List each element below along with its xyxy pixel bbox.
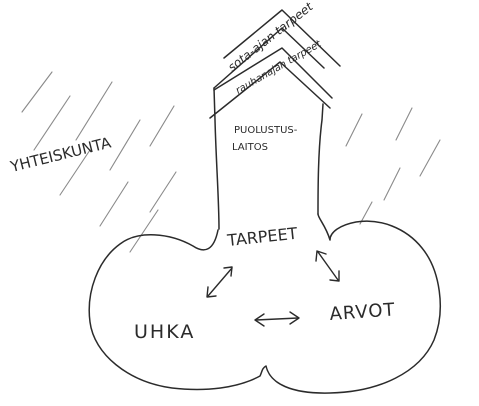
defence-label-line2: LAITOS xyxy=(232,142,268,153)
roof-outer-chevron xyxy=(209,61,331,119)
needs-label: TARPEET xyxy=(225,224,298,250)
wartime-needs-label: sota-ajan tarpeet xyxy=(225,0,316,74)
values-label: ARVOT xyxy=(329,299,396,325)
relation-arrows xyxy=(206,250,340,327)
arrow-needs-threat xyxy=(206,266,233,298)
threat-label: UHKA xyxy=(134,321,195,343)
needs-roof xyxy=(209,9,341,119)
roof-top-chevron xyxy=(223,9,341,67)
defence-label-line1: PUOLUSTUS- xyxy=(234,125,298,136)
ideas-blob-outline xyxy=(88,213,441,394)
society-label: YHTEISKUNTA xyxy=(8,133,114,176)
defence-column-outline xyxy=(213,87,324,230)
society-hatching xyxy=(21,71,441,253)
roof-inner-chevron xyxy=(213,27,325,89)
arrow-needs-values xyxy=(315,250,340,282)
arrow-threat-values xyxy=(254,311,300,327)
roof-middle-chevron xyxy=(213,47,333,99)
